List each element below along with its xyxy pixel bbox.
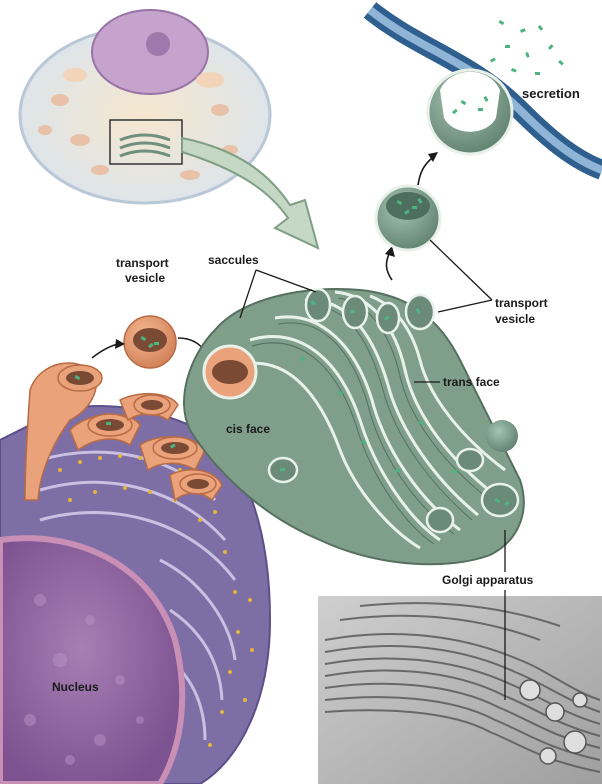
free-vesicle — [486, 420, 518, 452]
golgi-apparatus-label: Golgi apparatus — [442, 573, 534, 587]
transport-vesicle-left — [123, 315, 177, 369]
saccules-leader-1 — [239, 269, 257, 319]
arrow-to-upper-vesicle — [385, 251, 393, 281]
saccules-label: saccules — [208, 253, 259, 267]
arrow-er-to-vesicle — [91, 343, 119, 359]
arrow-to-secretion — [417, 157, 433, 186]
secreting-vesicle — [426, 68, 514, 156]
cis-face-label: cis face — [226, 422, 270, 436]
transport-vesicle-left-label-1: transport — [116, 256, 169, 270]
transport-vesicle-right-leader-2 — [437, 299, 493, 313]
zoom-arrow — [181, 136, 320, 250]
nucleus — [0, 535, 186, 784]
trans-face-label: trans face — [443, 375, 500, 389]
golgi-micrograph — [318, 596, 602, 784]
secreted-particles — [489, 20, 564, 75]
transport-vesicle-upper — [374, 184, 442, 252]
saccules-leader-2 — [255, 269, 317, 293]
secretion-label: secretion — [522, 86, 580, 101]
transport-vesicle-right-leader-1 — [429, 239, 493, 301]
plasma-membrane — [363, 2, 602, 180]
nucleus-label: Nucleus — [52, 680, 99, 694]
transport-vesicle-right-label-2: vesicle — [495, 312, 535, 326]
transport-vesicle-right-label-1: transport — [495, 296, 548, 310]
golgi-apparatus — [183, 287, 525, 566]
cell-inset — [18, 9, 272, 205]
transport-vesicle-left-label-2: vesicle — [125, 271, 165, 285]
